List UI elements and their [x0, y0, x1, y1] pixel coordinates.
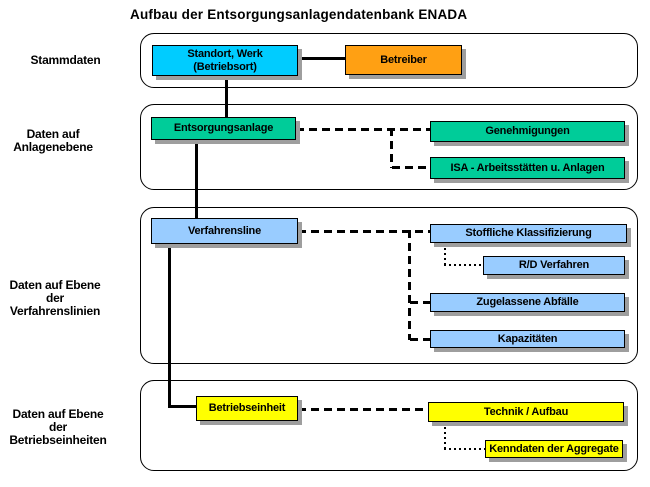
node-kapazitaeten: Kapazitäten — [430, 330, 625, 348]
section-frame-stammdaten — [140, 33, 638, 88]
row-label-betriebseinheiten: Daten auf Ebene der Betriebseinheiten — [9, 407, 107, 447]
node-verfahrensline: Verfahrensline — [151, 218, 298, 244]
row-label-stammdaten: Stammdaten — [30, 53, 101, 67]
connector-trunk-anlagenebene — [390, 128, 393, 168]
connector-stoffliche-rd-horizontal — [444, 264, 483, 266]
node-genehmigungen: Genehmigungen — [430, 121, 625, 142]
connector-stoffliche-rd-vertical — [444, 243, 446, 266]
node-rd-verfahren: R/D Verfahren — [483, 256, 625, 275]
section-frame-verfahrenslinien — [140, 207, 638, 364]
connector-verfahrensline-betriebseinheit-elbow — [168, 405, 196, 408]
connector-standort-betreiber — [298, 57, 345, 60]
connector-technik-kenndaten-horizontal — [444, 448, 485, 450]
row-label-verfahrenslinien: Daten auf Ebene der Verfahrenslinien — [9, 278, 101, 318]
section-frame-anlagenebene — [140, 104, 638, 190]
node-stoffliche-klassifizierung: Stoffliche Klassifizierung — [430, 224, 627, 243]
node-standort-werk: Standort, Werk (Betriebsort) — [152, 45, 298, 76]
connector-entsorgungsanlage-verfahrensline — [195, 140, 198, 218]
row-label-anlagenebene: Daten auf Anlagenebene — [13, 127, 93, 154]
section-frame-betriebseinheiten — [140, 380, 638, 471]
node-technik-aufbau: Technik / Aufbau — [428, 402, 624, 422]
node-betreiber: Betreiber — [345, 45, 462, 75]
connector-trunk-verfahrenslinien — [408, 230, 411, 340]
node-isa-arbeitsstaetten: ISA - Arbeitsstätten u. Anlagen — [430, 157, 625, 179]
node-betriebseinheit: Betriebseinheit — [196, 396, 298, 421]
connector-verfahrensline-betriebseinheit-vertical — [168, 244, 171, 408]
node-zugelassene-abfaelle: Zugelassene Abfälle — [430, 293, 625, 312]
connector-standort-entsorgungsanlage — [225, 76, 228, 117]
connector-technik-kenndaten-vertical — [444, 422, 446, 450]
connector-trunk-isa — [392, 166, 430, 169]
connector-trunk-zugelassene — [410, 301, 430, 304]
node-kenndaten-aggregate: Kenndaten der Aggregate — [485, 440, 623, 458]
diagram-title: Aufbau der Entsorgungsanlagendatenbank E… — [130, 7, 468, 22]
connector-trunk-kapazitaeten — [410, 338, 430, 341]
connector-betriebseinheit-technik — [298, 408, 428, 411]
connector-verfahrensline-stoffliche — [298, 230, 430, 233]
node-entsorgungsanlage: Entsorgungsanlage — [151, 117, 296, 140]
connector-entsorgungsanlage-genehmigungen — [296, 128, 430, 131]
